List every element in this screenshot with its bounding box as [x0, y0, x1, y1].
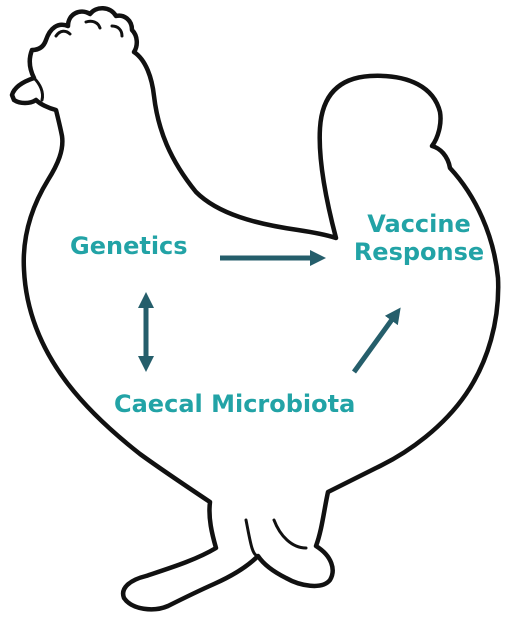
node-vaccine-line1: Vaccine — [344, 210, 494, 238]
chicken-outline — [12, 8, 498, 609]
node-caecal-microbiota: Caecal Microbiota — [114, 390, 355, 418]
node-vaccine-line2: Response — [344, 238, 494, 266]
node-vaccine-response: Vaccine Response — [344, 210, 494, 267]
chicken-leg-detail — [246, 520, 306, 556]
chicken-beak-detail — [34, 78, 43, 100]
node-genetics: Genetics — [70, 232, 188, 260]
